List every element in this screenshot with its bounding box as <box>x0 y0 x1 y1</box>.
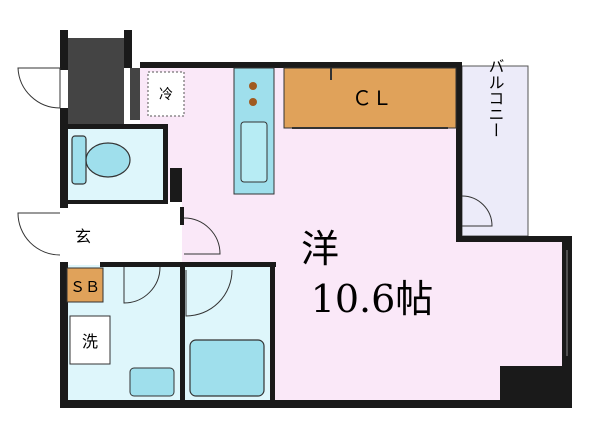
fridge-space <box>147 71 185 117</box>
bathroom-door-swing <box>185 269 233 317</box>
wall <box>456 62 462 242</box>
balcony-door-swing <box>461 195 493 227</box>
room-label: 洋 <box>301 227 339 271</box>
toilet-tank <box>71 135 87 185</box>
wall <box>500 366 572 408</box>
pipe-space <box>130 68 140 120</box>
room-door-swing <box>183 217 221 255</box>
entrance-door-swing <box>17 67 61 109</box>
entrance-floor <box>67 207 182 265</box>
wall <box>67 200 167 204</box>
stove-burner-icon <box>249 98 257 106</box>
wall <box>163 124 168 204</box>
bathtub <box>189 339 265 397</box>
toilet-bowl <box>85 142 131 178</box>
wall <box>180 207 184 225</box>
wall <box>67 124 167 129</box>
wall <box>456 236 572 242</box>
hall-door-swing <box>17 212 61 256</box>
entrance-label: 玄 <box>75 227 91 246</box>
washroom-door-swing <box>123 266 161 304</box>
wash-basin <box>129 367 175 397</box>
wall <box>140 62 462 68</box>
wall <box>60 30 68 70</box>
wall <box>180 262 185 402</box>
washer-label: 洗 <box>82 332 98 351</box>
shoebox <box>66 267 104 303</box>
wall <box>170 168 182 202</box>
wall <box>124 30 132 68</box>
stove-burner-icon <box>249 82 257 90</box>
wall <box>270 262 275 402</box>
closet-label: ＣＬ <box>352 86 392 110</box>
wall <box>60 400 572 408</box>
room-size: 10.6帖 <box>311 277 434 321</box>
shoebox-label: ＳＢ <box>70 278 100 296</box>
pipe-space <box>68 38 124 124</box>
balcony-label: バルコニー <box>486 58 505 138</box>
closet <box>283 67 457 129</box>
kitchen-sink <box>240 121 268 183</box>
washer <box>69 315 111 365</box>
fridge-label: 冷 <box>159 87 173 103</box>
wall <box>60 262 68 406</box>
wall <box>100 262 276 267</box>
wall <box>60 108 68 208</box>
